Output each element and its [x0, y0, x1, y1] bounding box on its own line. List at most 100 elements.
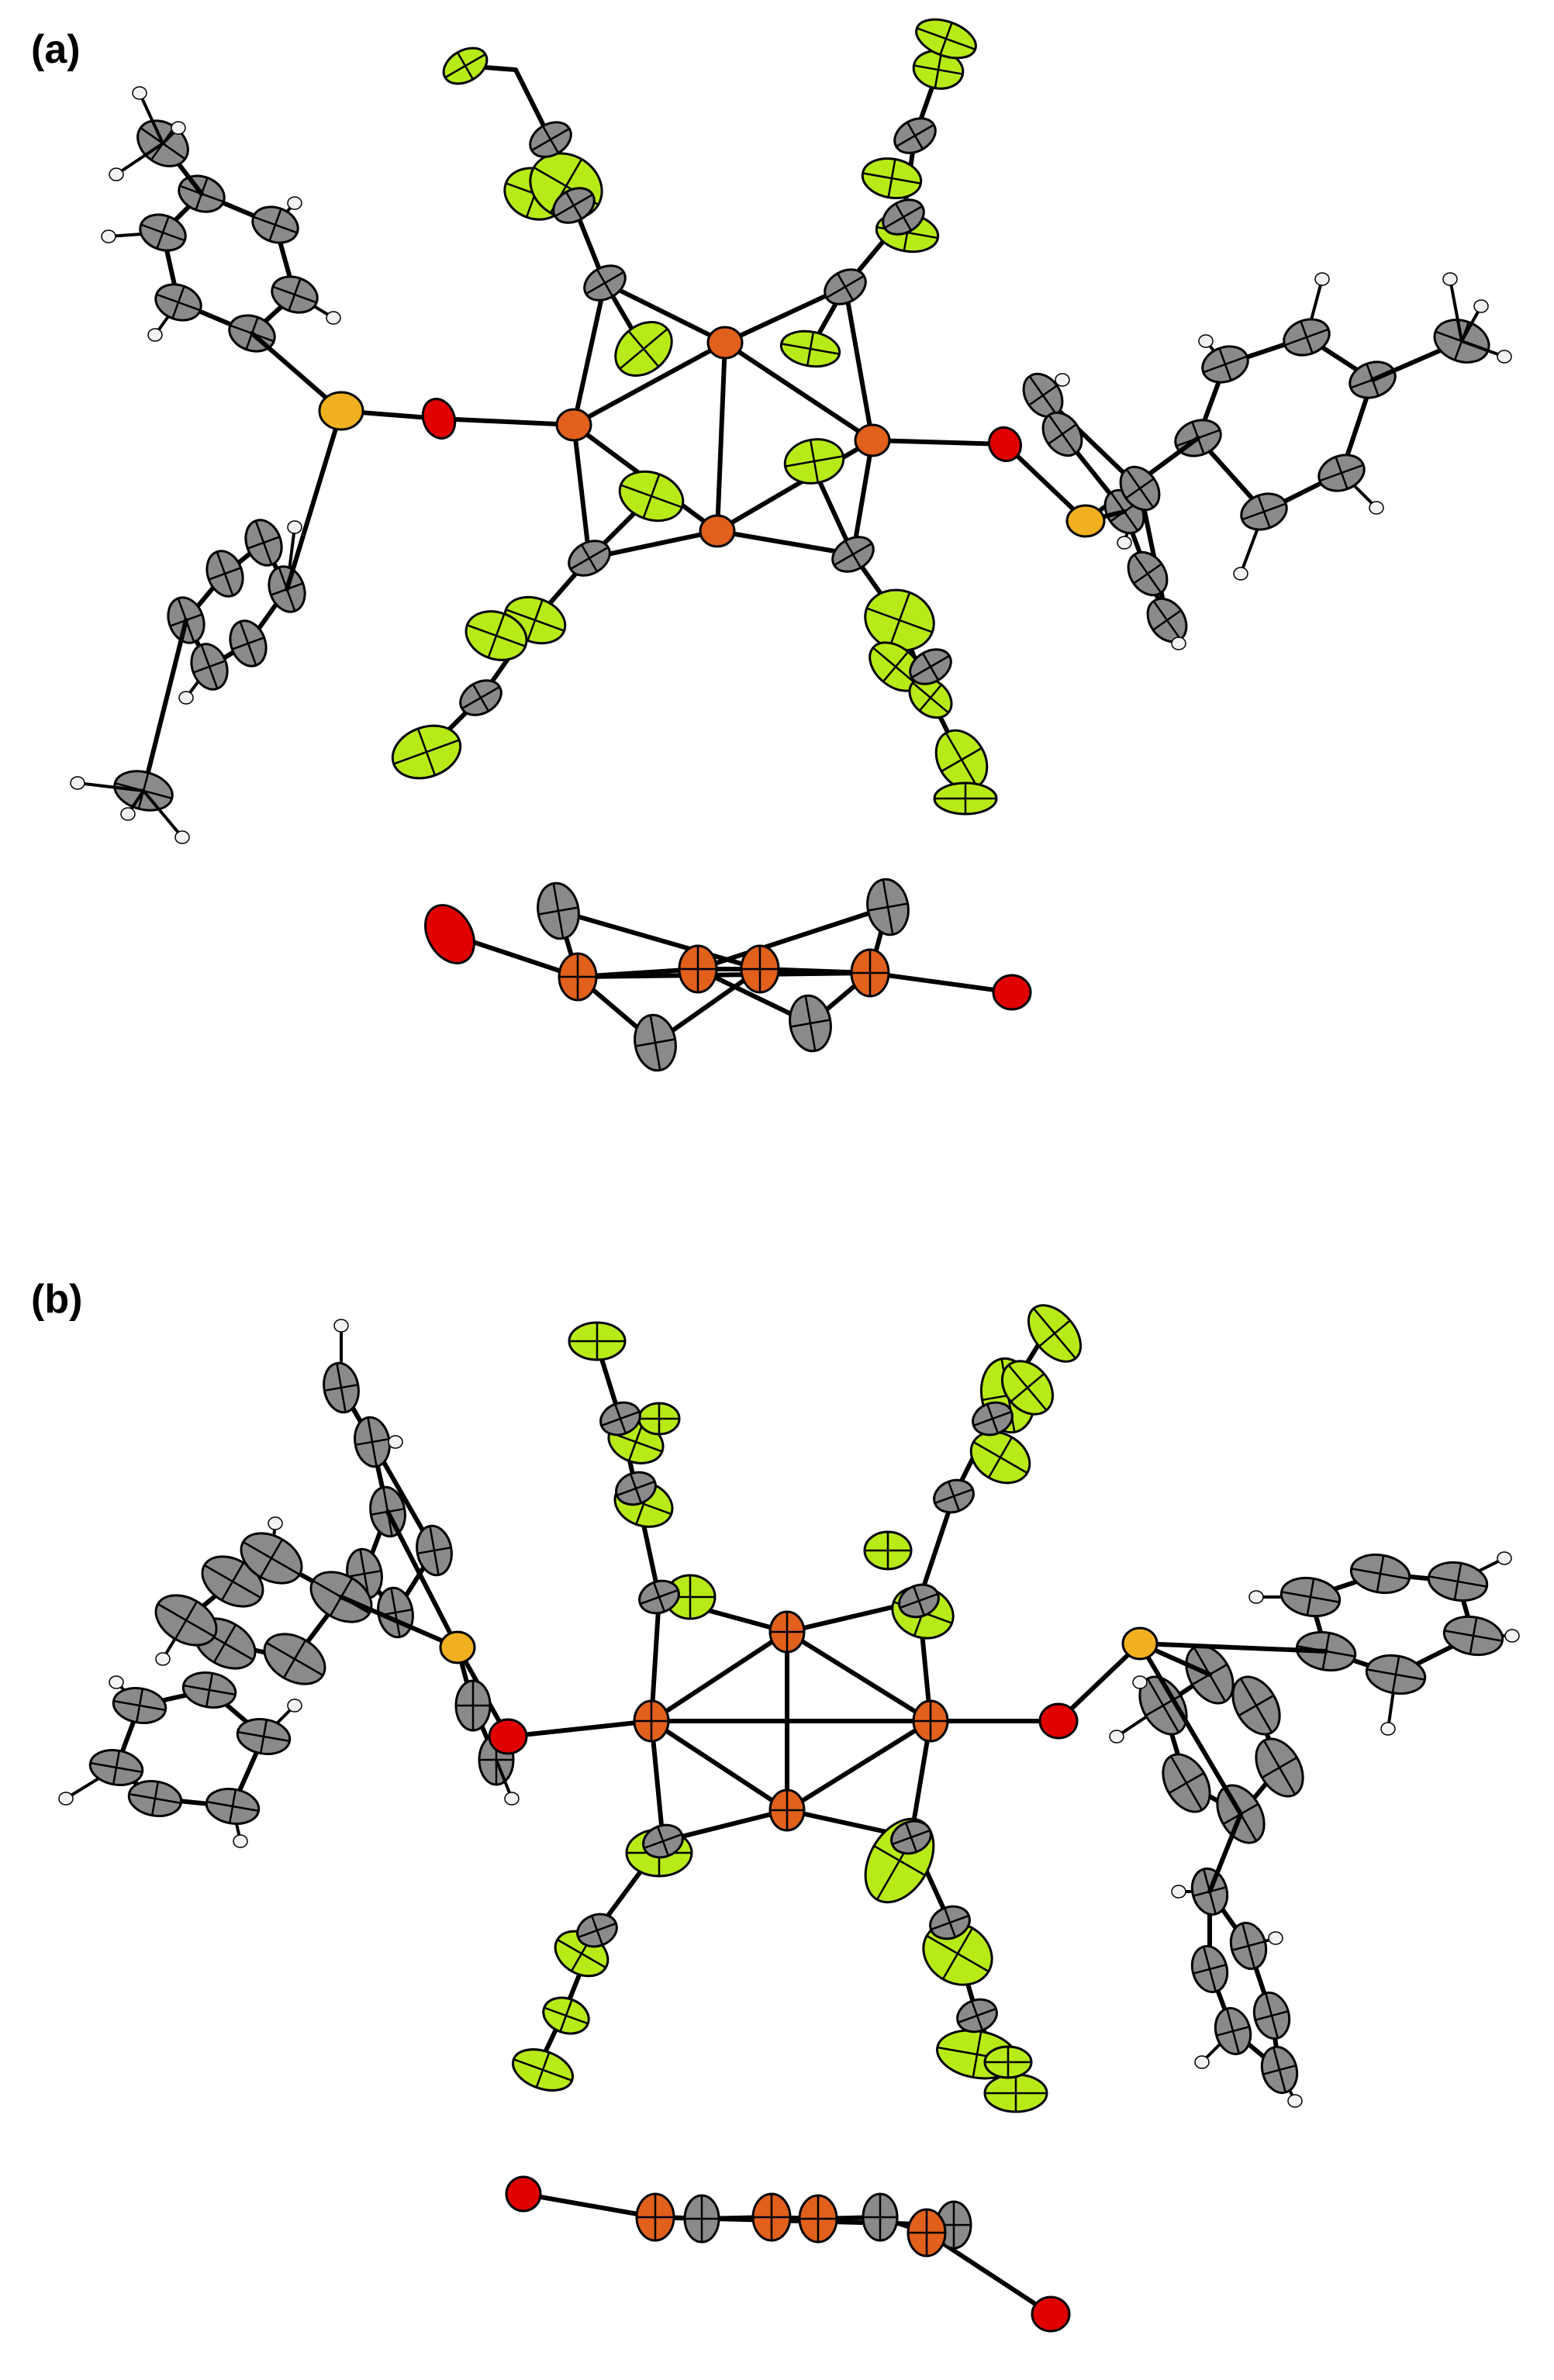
ellipsoid-axis [580, 544, 599, 572]
oxygen-atom [1038, 1702, 1079, 1740]
bond [649, 1719, 789, 1813]
ellipsoid-axis [174, 1601, 199, 1640]
bond [572, 281, 607, 427]
bond [715, 529, 855, 557]
ellipsoid-axis [347, 1569, 382, 1578]
hydrogen-atom [132, 86, 147, 100]
bond [1460, 340, 1506, 358]
panel-a-side-view [424, 878, 1032, 1072]
hydrogen-atom [1473, 299, 1489, 313]
ellipsoid-axis [212, 1624, 237, 1663]
ellipsoid-axis [1453, 1563, 1462, 1600]
hydrogen-atom [1314, 272, 1330, 286]
bond [785, 1630, 933, 1723]
ellipsoid-axis [208, 567, 242, 581]
bond [696, 905, 890, 971]
hydrogen-atom [101, 229, 116, 243]
ellipsoid-axis [941, 1927, 974, 1980]
hydrogen-atom [1233, 567, 1248, 581]
panel-b-top-view [58, 1304, 1520, 2113]
bond [521, 2192, 658, 2220]
ellipsoid-axis [1238, 1694, 1275, 1717]
metal-atom [555, 408, 592, 442]
hydrogen-atom [58, 1792, 74, 1806]
ellipsoid-axis [1262, 2064, 1297, 2075]
hydrogen-atom [333, 1319, 349, 1333]
hydrogen-atom [1497, 350, 1512, 364]
bond [572, 423, 592, 561]
metal-atom [699, 514, 736, 548]
hydrogen-atom [147, 328, 163, 342]
phosphorus-atom [1121, 1626, 1159, 1661]
ellipsoid-axis [887, 159, 896, 198]
hydrogen-atom [287, 196, 302, 210]
ellipsoid-axis [1010, 1373, 1045, 1402]
ellipsoid-axis [1193, 1964, 1227, 1975]
hydrogen-atom [70, 776, 85, 790]
ellipsoid-axis [918, 684, 943, 712]
ellipsoid-axis [629, 1473, 643, 1504]
bond [572, 340, 727, 427]
ellipsoid-axis [1038, 1319, 1071, 1347]
bond [649, 1630, 789, 1723]
ellipsoid-axis [1133, 563, 1162, 585]
ellipsoid-axis [247, 536, 281, 550]
ellipsoid-axis [947, 1481, 961, 1512]
ellipsoid-axis [487, 613, 506, 658]
hydrogen-atom [174, 830, 190, 844]
bond [495, 1758, 513, 1800]
ellipsoid-axis [970, 2000, 984, 2031]
ellipsoid-axis [972, 2031, 982, 2078]
ellipsoid-axis [627, 330, 660, 367]
hydrogen-atom [268, 1516, 283, 1530]
hydrogen-atom [1268, 1931, 1283, 1945]
ellipsoid-axis [1261, 1756, 1298, 1779]
hydrogen-atom [171, 121, 186, 135]
bond [115, 142, 164, 176]
bond [142, 789, 184, 839]
ellipsoid-axis [804, 995, 817, 1051]
bond [506, 1719, 654, 1739]
ellipsoid-axis [541, 126, 560, 153]
panel-label-a: (a) [31, 27, 81, 72]
oxygen-atom [488, 1718, 528, 1755]
hydrogen-atom [1380, 1722, 1396, 1736]
ellipsoid-axis [231, 636, 265, 650]
ellipsoid-axis [656, 1826, 670, 1857]
phosphorus-atom [1065, 504, 1106, 538]
hydrogen-atom [233, 1834, 248, 1848]
ellipsoid-axis [888, 592, 911, 649]
ellipsoid-axis [150, 1782, 160, 1816]
ellipsoid-axis [355, 1437, 389, 1447]
ellipsoid-axis [809, 440, 820, 483]
hydrogen-atom [1194, 2055, 1210, 2069]
ellipsoid-axis [1028, 385, 1058, 406]
ellipsoid-axis [882, 651, 910, 682]
ellipsoid-axis [228, 1789, 237, 1823]
hydrogen-atom [1248, 1590, 1264, 1604]
bond [715, 340, 727, 533]
bond [1138, 1641, 1328, 1654]
ellipsoid-axis [939, 22, 953, 56]
ellipsoid-axis [259, 1719, 268, 1754]
bond [339, 1595, 460, 1650]
bond [843, 285, 875, 443]
hydrogen-atom [1171, 636, 1186, 650]
ellipsoid-axis [416, 728, 437, 776]
ellipsoid-axis [642, 474, 661, 519]
ellipsoid-axis [205, 1673, 214, 1707]
bond [868, 971, 1014, 995]
ellipsoid-axis [156, 216, 170, 250]
ellipsoid-axis [652, 1581, 666, 1613]
ellipsoid-axis [268, 208, 282, 242]
hydrogen-atom [120, 807, 136, 821]
ellipsoid-axis [844, 540, 862, 568]
ellipsoid-axis [1125, 478, 1155, 499]
ellipsoid-axis [171, 285, 185, 319]
ellipsoid-axis [894, 203, 913, 231]
ellipsoid-axis [282, 1640, 307, 1678]
ellipsoid-axis [882, 879, 894, 935]
ellipsoid-axis [220, 1562, 245, 1601]
ellipsoid-axis [941, 747, 982, 773]
panel-label-b: (b) [31, 1277, 83, 1322]
